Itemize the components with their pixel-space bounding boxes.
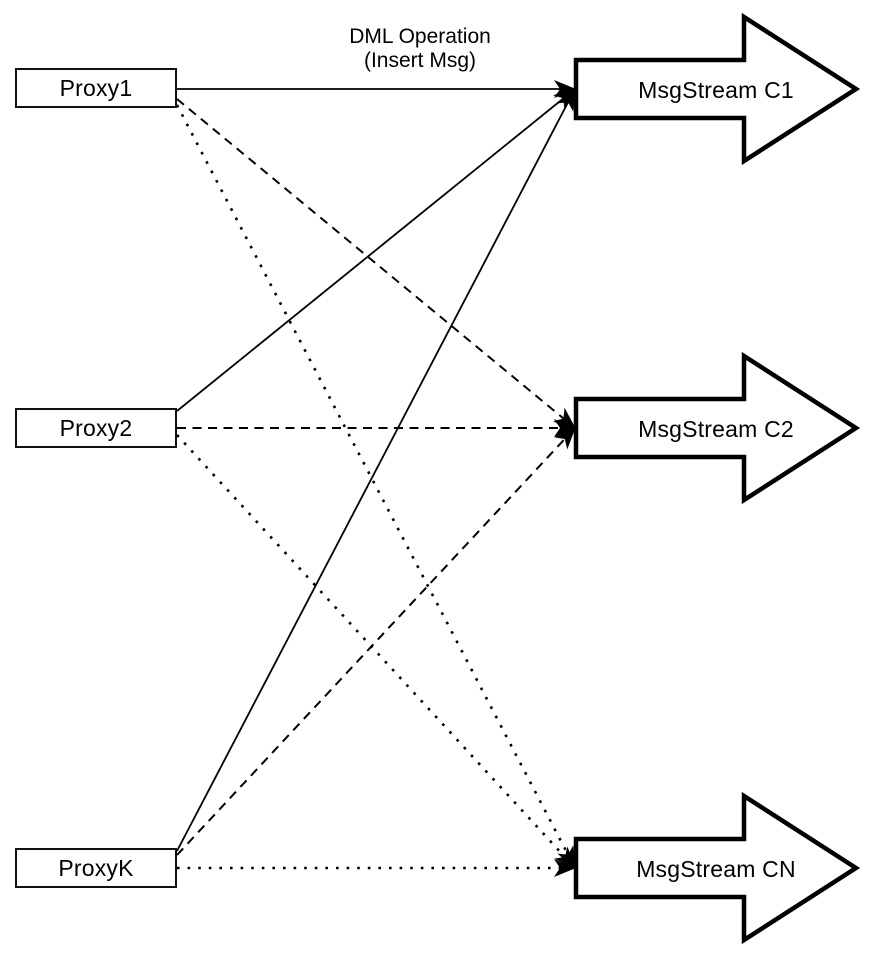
node-proxy1: Proxy1 — [15, 68, 177, 108]
msgstream-cn-arrow-shape — [573, 791, 861, 945]
node-proxy1-label: Proxy1 — [59, 74, 133, 101]
big-arrows — [573, 12, 861, 945]
edge-proxyk-c1 — [176, 88, 576, 852]
edge-proxy2-c1 — [176, 88, 576, 412]
node-proxy2-label: Proxy2 — [59, 414, 133, 441]
edge-proxyk-c2 — [176, 427, 576, 856]
msgstream-c2-arrow-shape — [573, 351, 861, 505]
node-proxyk-label: ProxyK — [58, 854, 134, 881]
edge-annotation-line2: (Insert Msg) — [363, 49, 476, 72]
edge-proxy1-cn — [175, 104, 577, 869]
edge-proxy2-cn — [176, 434, 576, 869]
node-proxyk: ProxyK — [15, 848, 177, 888]
edge-annotation-line1: DML Operation — [349, 25, 491, 48]
edge-proxy1-c2 — [176, 98, 576, 429]
edge-lines — [175, 80, 577, 877]
node-proxy2: Proxy2 — [15, 408, 177, 448]
edge-annotation: DML Operation (Insert Msg) — [300, 25, 540, 73]
msgstream-c1-arrow-shape — [573, 12, 861, 166]
